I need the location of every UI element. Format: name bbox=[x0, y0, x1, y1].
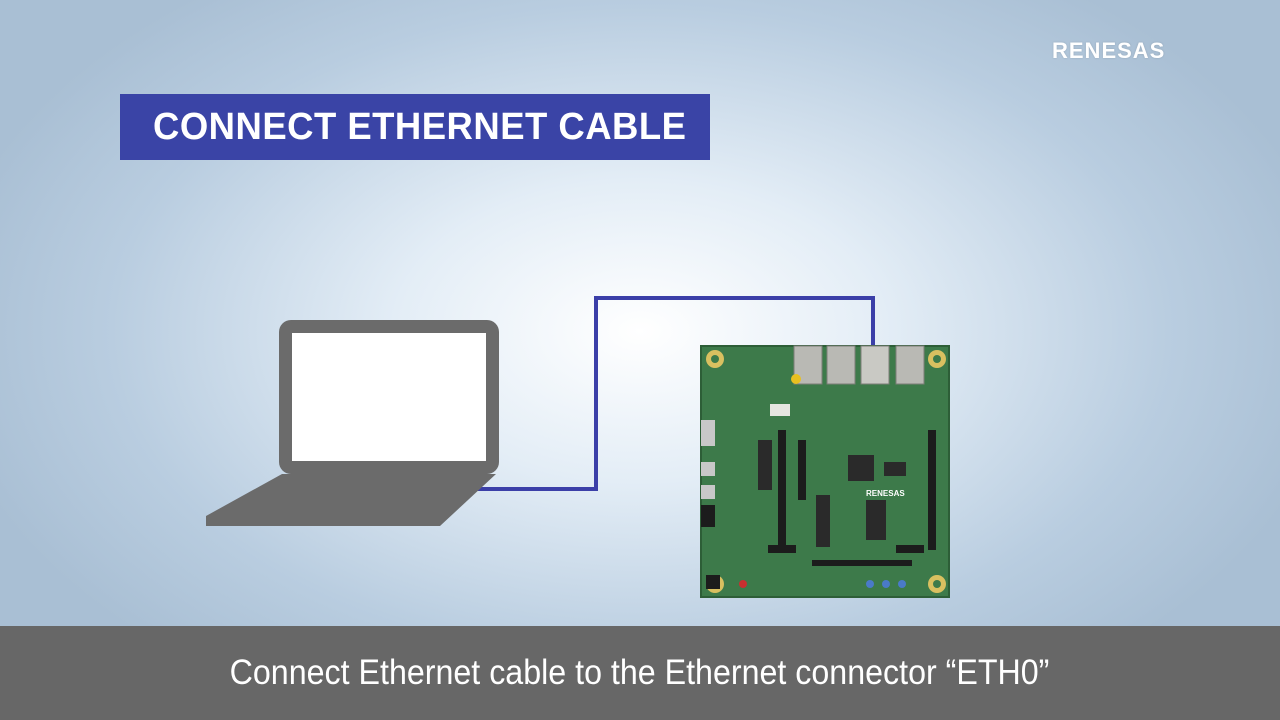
eth-jack-4 bbox=[895, 345, 925, 385]
caption-text: Connect Ethernet cable to the Ethernet c… bbox=[230, 653, 1050, 692]
caption-bar: Connect Ethernet cable to the Ethernet c… bbox=[0, 626, 1280, 720]
laptop-icon bbox=[206, 320, 499, 526]
board-logo: RENESAS bbox=[866, 489, 905, 498]
ethernet-cable bbox=[470, 296, 875, 491]
evaluation-board-icon: RENESAS bbox=[700, 345, 950, 598]
renesas-logo: RENESAS bbox=[1052, 38, 1166, 63]
eth-jack-2 bbox=[826, 345, 856, 385]
page-title: CONNECT ETHERNET CABLE bbox=[153, 105, 687, 148]
eth-jack-eth0 bbox=[860, 345, 890, 385]
title-banner: CONNECT ETHERNET CABLE bbox=[120, 94, 710, 160]
